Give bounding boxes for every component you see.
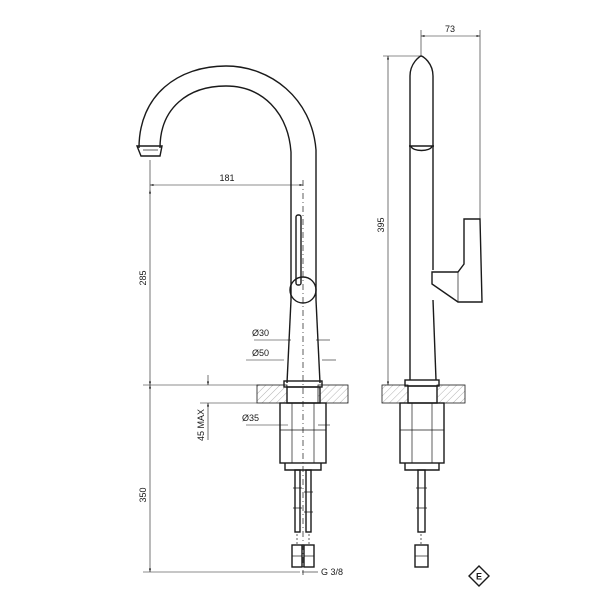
dim-body-diameter: Ø30 (252, 328, 269, 338)
dim-reach: 181 (219, 173, 234, 183)
dim-connection: G 3/8 (321, 567, 343, 577)
dim-width: 73 (445, 24, 455, 34)
dim-spout-height: 285 (138, 270, 148, 285)
supply-hoses (291, 469, 315, 568)
dim-hole-diameter: Ø35 (242, 413, 259, 423)
side-lever (431, 218, 483, 303)
svg-text:E: E (476, 572, 482, 582)
deck-left (256, 384, 288, 404)
dim-base-diameter: Ø50 (252, 348, 269, 358)
side-deck-right (436, 384, 466, 404)
side-mounting-nut (399, 402, 445, 464)
spout-inner (159, 85, 292, 300)
dim-total-height: 395 (376, 217, 386, 232)
side-body (409, 55, 434, 380)
side-view: 73 395 (376, 24, 483, 568)
dim-deck-thickness: 45 MAX (196, 409, 206, 441)
certification-mark-icon: E (468, 565, 490, 587)
side-deck-left (381, 384, 409, 404)
dim-hose-length: 350 (138, 487, 148, 502)
spout-outer (138, 65, 317, 300)
lever-handle (295, 214, 302, 286)
front-view: 181 285 350 45 MAX Ø30 Ø50 Ø35 G 3/8 (135, 65, 349, 577)
aerator (135, 145, 163, 157)
deck-right (317, 384, 349, 404)
